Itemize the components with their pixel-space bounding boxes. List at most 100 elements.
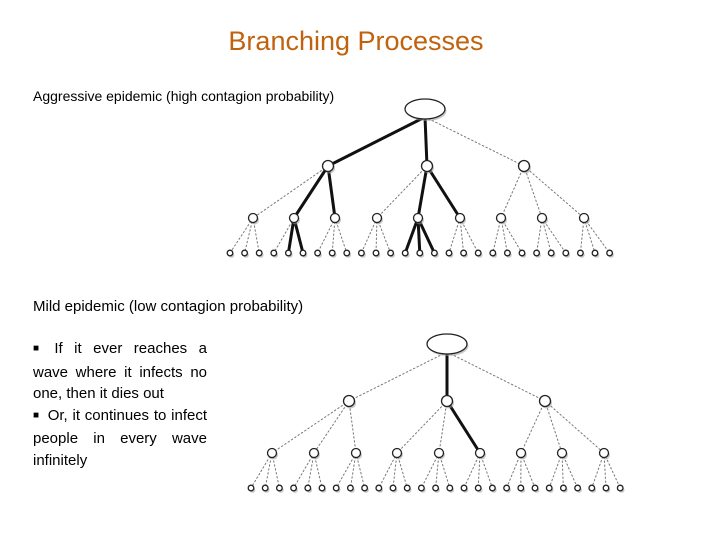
uninfected-edge [244, 217, 254, 254]
wave3-node [588, 484, 596, 492]
square-bullet-icon: ■ [33, 343, 47, 354]
aggressive-epidemic-tree [226, 98, 614, 258]
wave2-node [350, 447, 362, 459]
uninfected-edge [544, 400, 605, 454]
wave3-node [255, 249, 263, 257]
wave3-node [387, 249, 395, 257]
wave3-node [375, 484, 383, 492]
wave2-node [556, 447, 568, 459]
wave3-node [318, 484, 326, 492]
uninfected-edge [335, 452, 357, 489]
wave2-node [247, 212, 259, 224]
wave2-node [515, 447, 527, 459]
uninfected-edge [536, 217, 543, 254]
uninfected-edge [548, 452, 563, 489]
wave3-node [503, 249, 511, 257]
node-layer [226, 98, 614, 258]
bullet-item-continues: ■Or, it continues to infect people in ev… [33, 405, 207, 472]
uninfected-edge [561, 452, 579, 489]
wave2-node [391, 447, 403, 459]
uninfected-edge [446, 351, 546, 402]
wave3-node [328, 249, 336, 257]
wave3-node [290, 484, 298, 492]
uninfected-edge [523, 165, 543, 219]
wave2-node [412, 212, 424, 224]
wave2-node [474, 447, 486, 459]
wave3-node [270, 249, 278, 257]
uninfected-edge [520, 400, 546, 454]
square-bullet-icon: ■ [33, 409, 40, 421]
wave3-node [361, 484, 369, 492]
wave3-node [574, 484, 582, 492]
wave3-node [545, 484, 553, 492]
wave1-node [538, 394, 552, 408]
wave3-node [547, 249, 555, 257]
wave3-node [261, 484, 269, 492]
wave3-node [445, 249, 453, 257]
wave3-node [389, 484, 397, 492]
wave3-node [489, 249, 497, 257]
wave3-node [284, 249, 292, 257]
wave3-node [241, 249, 249, 257]
wave2-node [454, 212, 466, 224]
wave3-node [343, 249, 351, 257]
wave2-node [495, 212, 507, 224]
uninfected-edge [271, 400, 350, 454]
wave3-node [531, 484, 539, 492]
wave3-node [576, 249, 584, 257]
wave3-node [518, 249, 526, 257]
uninfected-edge [313, 400, 350, 454]
wave2-node [598, 447, 610, 459]
uninfected-edge [420, 452, 440, 489]
wave3-node [247, 484, 255, 492]
uninfected-edge [348, 351, 448, 402]
slide-title: Branching Processes [228, 26, 484, 56]
wave3-node [559, 484, 567, 492]
wave3-node [517, 484, 525, 492]
wave3-node [346, 484, 354, 492]
uninfected-edge [317, 217, 336, 254]
uninfected-edge [500, 165, 525, 219]
uninfected-edge [438, 400, 448, 454]
wave3-node [606, 249, 614, 257]
wave1-node [440, 394, 454, 408]
uninfected-edge [424, 116, 525, 167]
wave3-node [417, 484, 425, 492]
wave3-node [332, 484, 340, 492]
uninfected-edge [544, 400, 563, 454]
uninfected-edge [541, 217, 567, 254]
wave3-node [474, 484, 482, 492]
wave3-node [616, 484, 624, 492]
infected-edge [423, 115, 429, 168]
uninfected-edge [396, 400, 448, 454]
wave3-node [460, 249, 468, 257]
wave3-node [488, 484, 496, 492]
wave1-node [321, 159, 335, 173]
wave3-node [299, 249, 307, 257]
wave3-node [591, 249, 599, 257]
wave2-node [371, 212, 383, 224]
uninfected-edge [229, 217, 254, 254]
uninfected-edge [360, 217, 378, 254]
infected-edge [403, 216, 420, 255]
aggressive-epidemic-label: Aggressive epidemic (high contagion prob… [33, 88, 335, 104]
uninfected-edge [250, 452, 273, 489]
wave3-node [403, 484, 411, 492]
edge-layer [250, 350, 621, 489]
wave2-node [578, 212, 590, 224]
infected-edge [326, 115, 427, 168]
wave3-node [401, 249, 409, 257]
uninfected-edge [273, 217, 295, 254]
wave3-node [474, 249, 482, 257]
uninfected-edge [448, 217, 461, 254]
root-node [426, 333, 468, 355]
uninfected-edge [591, 452, 605, 489]
wave3-node [430, 249, 438, 257]
uninfected-edge [252, 165, 329, 219]
mild-epidemic-tree [247, 333, 625, 493]
wave2-node [536, 212, 548, 224]
uninfected-edge [603, 452, 621, 489]
mild-epidemic-label: Mild epidemic (low contagion probability… [33, 298, 304, 315]
wave3-node [503, 484, 511, 492]
